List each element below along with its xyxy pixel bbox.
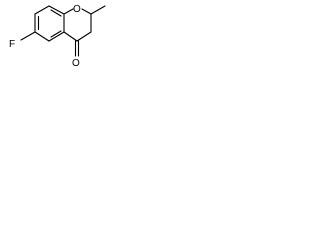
bond-aryl-to-oxygen <box>63 8 74 15</box>
chromanone-structure: F O O <box>9 4 106 69</box>
bond-ring-double-3 <box>50 9 62 17</box>
fluorine-atom-label: F <box>9 39 15 50</box>
bond-oxygen-to-c2 <box>81 8 92 15</box>
bond-ring-a <box>34 5 50 15</box>
bond-ring-c <box>34 31 50 42</box>
benzene-ring <box>34 5 65 42</box>
pyranone-ring <box>63 8 92 42</box>
bond-fluorine <box>20 31 36 41</box>
bond-c4-to-aryl <box>63 31 78 42</box>
carbonyl-oxygen-atom-label: O <box>72 58 80 69</box>
bond-methyl <box>90 5 106 15</box>
bond-c3-to-c4 <box>76 31 92 42</box>
bond-ring-double-2 <box>50 30 62 38</box>
carbonyl-double-bond <box>74 40 80 57</box>
bond-ring-f <box>48 5 65 15</box>
ring-oxygen-atom-label: O <box>73 4 81 15</box>
bond-ring-d <box>48 31 65 42</box>
